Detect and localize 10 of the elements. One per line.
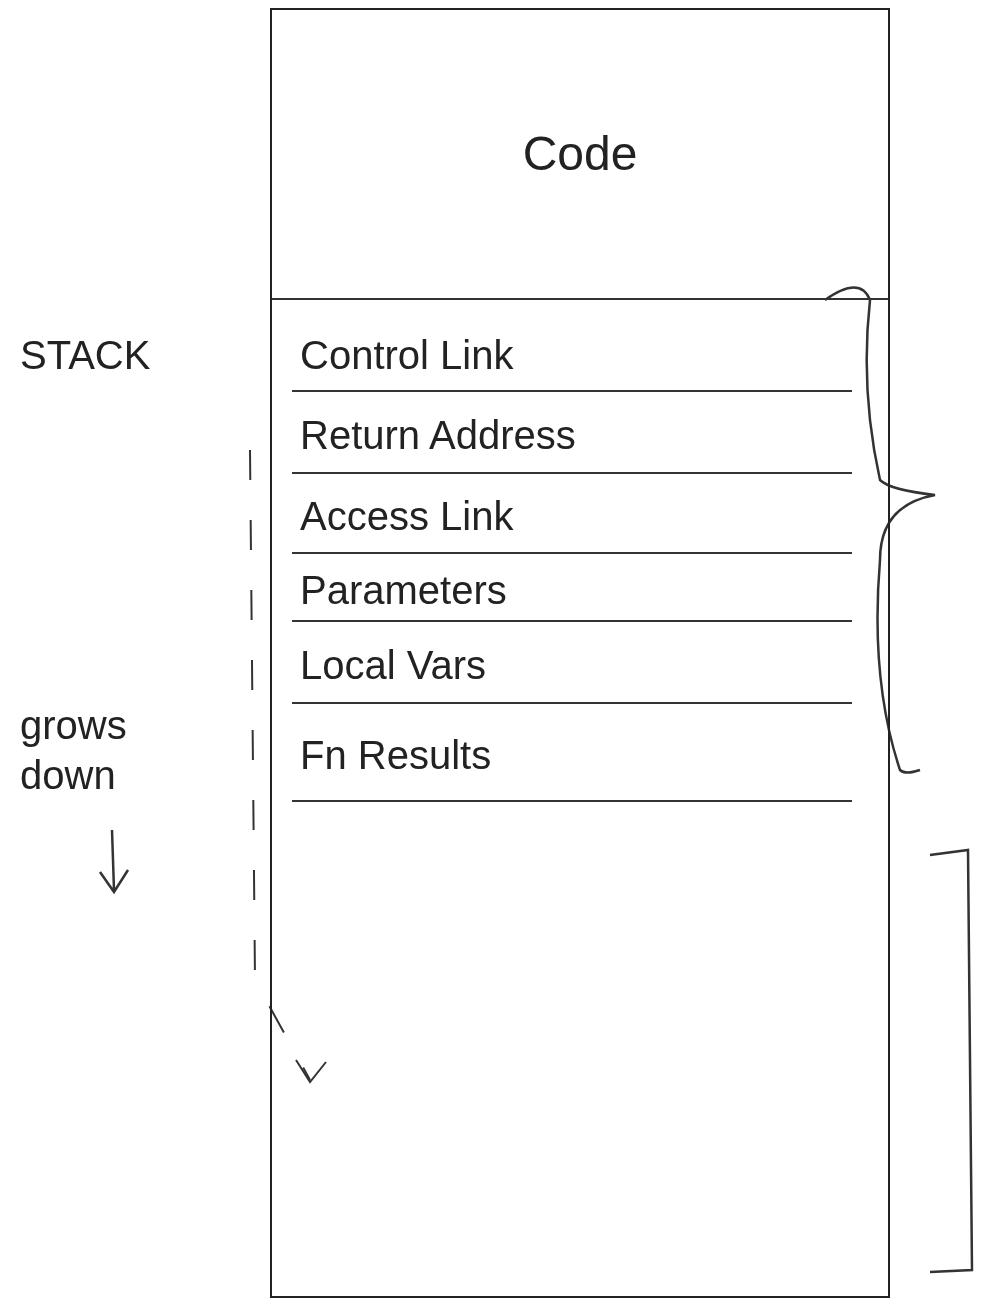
slot-label: Code [522,126,638,182]
slot-label: Local Vars [300,642,486,689]
memory-column [270,8,890,1298]
slot-label: Fn Results [300,732,492,779]
side-label: grows down [20,702,128,799]
slot-label: Return Address [300,412,576,459]
side-label: STACK [20,332,152,379]
slot-label: Control Link [300,332,514,379]
slot-label: Parameters [300,567,507,614]
slot-label: Access Link [300,493,514,540]
